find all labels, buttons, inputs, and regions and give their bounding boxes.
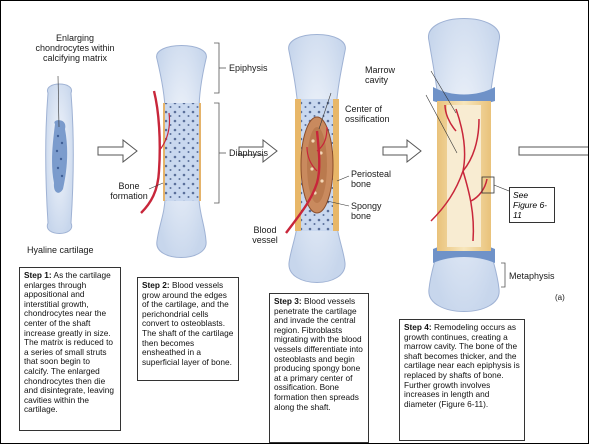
- step-3-box: Step 3: Blood vessels penetrate the cart…: [269, 293, 369, 443]
- label-blood-vessel: Blood vessel: [247, 225, 283, 245]
- label-center-of-ossification: Center of ossification: [345, 104, 399, 124]
- step-2-text: Blood vessels grow around the edges of t…: [142, 280, 233, 367]
- label-enlarging-chondrocytes: Enlarging chondrocytes within calcifying…: [29, 33, 121, 63]
- label-epiphysis: Epiphysis: [229, 63, 268, 73]
- step-1-text: As the cartilage enlarges through apposi…: [24, 270, 114, 414]
- arrow-3: [383, 140, 421, 162]
- arrow-4: [519, 147, 589, 155]
- step-4-text: Remodeling occurs as growth continues, c…: [404, 322, 520, 409]
- step-4-box: Step 4: Remodeling occurs as growth cont…: [399, 319, 525, 441]
- label-spongy-bone: Spongy bone: [351, 201, 387, 221]
- label-hyaline-cartilage: Hyaline cartilage: [27, 245, 94, 255]
- step-3-title: Step 3:: [274, 296, 302, 306]
- label-periosteal-bone: Periosteal bone: [351, 169, 397, 189]
- label-bone-formation: Bone formation: [109, 181, 149, 201]
- step-1-box: Step 1: As the cartilage enlarges throug…: [19, 267, 121, 431]
- step-2-title: Step 2:: [142, 280, 170, 290]
- see-figure-callout: See Figure 6-11: [509, 187, 555, 223]
- panel-label-a: (a): [555, 293, 565, 303]
- label-marrow-cavity: Marrow cavity: [365, 65, 401, 85]
- label-diaphysis: Diaphysis: [229, 148, 268, 158]
- stage1-cartilage: [46, 76, 74, 234]
- arrow-1: [98, 140, 137, 162]
- stage3-bone: [286, 35, 349, 283]
- label-metaphysis: Metaphysis: [509, 271, 555, 281]
- step-4-title: Step 4:: [404, 322, 432, 332]
- step-3-text: Blood vessels penetrate the cartilage an…: [274, 296, 363, 412]
- step-2-box: Step 2: Blood vessels grow around the ed…: [137, 277, 239, 381]
- stage2-bone: [141, 43, 226, 258]
- step-1-title: Step 1:: [24, 270, 52, 280]
- stage4-bone: [426, 19, 509, 312]
